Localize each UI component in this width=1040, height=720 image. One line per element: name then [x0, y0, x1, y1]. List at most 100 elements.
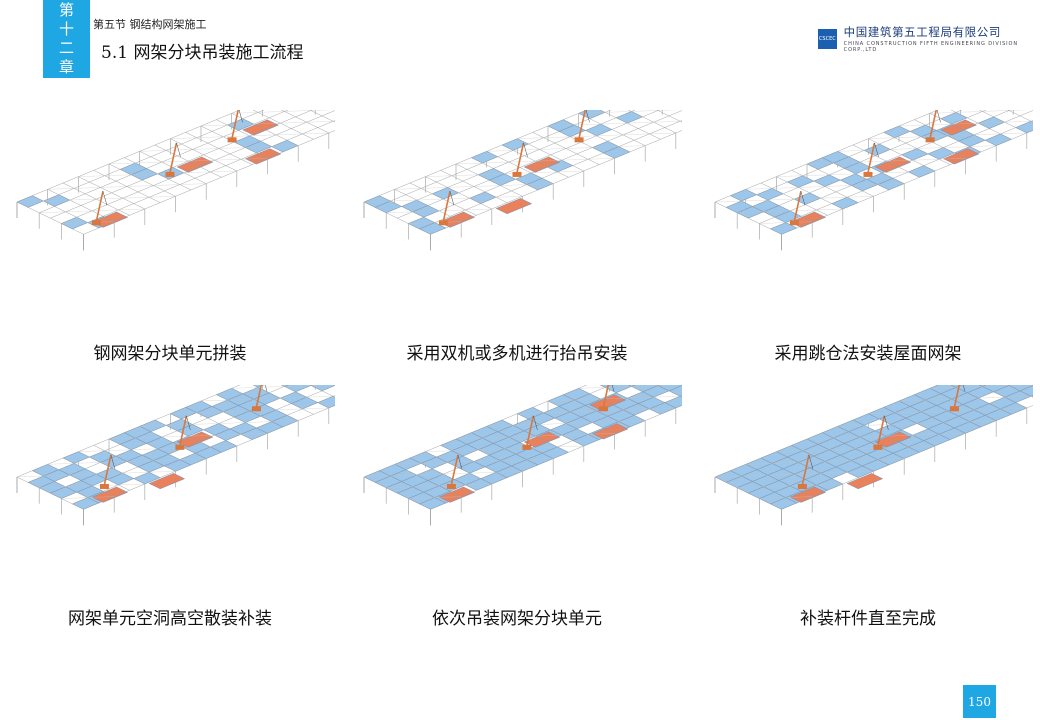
truss-member [714, 385, 939, 478]
truss-member [936, 110, 941, 123]
truss-member [884, 415, 889, 430]
step-caption-1: 钢网架分块单元拼装 [93, 344, 247, 364]
truss-member [929, 112, 957, 114]
truss-member [500, 184, 527, 186]
truss-member [767, 199, 795, 201]
truss-member [978, 397, 1005, 399]
step-illustration-5 [352, 385, 682, 585]
truss-member [859, 436, 887, 438]
truss-roof-model [714, 110, 1033, 251]
truss-member [939, 158, 966, 160]
truss-member [759, 110, 1033, 224]
truss-member [978, 122, 1005, 124]
truss-member [39, 211, 66, 213]
assembly-block [495, 198, 533, 215]
truss-member [513, 424, 540, 426]
truss-member [557, 170, 584, 173]
truss-member [363, 110, 588, 203]
truss-member [238, 110, 243, 123]
truss-member [469, 197, 497, 199]
truss-member [947, 134, 975, 136]
truss-member [408, 110, 682, 224]
installed-panel [831, 197, 859, 210]
truss-member [451, 174, 479, 176]
truss-member [425, 175, 452, 177]
truss-member [800, 191, 806, 206]
truss-member [605, 386, 632, 388]
truss-member [602, 385, 610, 410]
truss-member [394, 188, 422, 190]
truss-member [271, 145, 299, 147]
truss-member [611, 385, 615, 392]
truss-member [864, 149, 891, 151]
truss-member [166, 424, 193, 426]
truss-member [47, 463, 75, 465]
truss-member [153, 184, 180, 186]
truss-member [183, 446, 211, 449]
truss-member [851, 184, 878, 186]
truss-member [255, 385, 263, 410]
truss-member [108, 162, 136, 165]
truss-member [1004, 121, 1032, 123]
truss-member [122, 197, 150, 199]
step-illustration-1 [5, 110, 335, 310]
step-illustration-2 [352, 110, 682, 310]
truss-member [104, 449, 132, 451]
truss-member [962, 385, 966, 392]
truss-member [763, 485, 791, 487]
installed-panel [979, 385, 987, 387]
truss-member [547, 399, 575, 402]
truss-member [96, 198, 123, 200]
truss-member [515, 142, 525, 176]
truss-member [631, 110, 658, 112]
truss-member [186, 415, 191, 430]
truss-member [386, 211, 413, 213]
page-number: 150 [963, 685, 996, 718]
logo-text: CSCEC [818, 35, 836, 42]
truss-member [430, 130, 682, 235]
truss-member [547, 124, 575, 127]
truss-member [118, 483, 145, 486]
truss-member [833, 161, 860, 164]
truss-member [806, 162, 834, 165]
truss-member [759, 222, 786, 224]
truss-member [227, 123, 254, 126]
truss-member [953, 385, 961, 410]
truss-member [570, 135, 597, 137]
truss-member [108, 437, 136, 440]
company-logo: CSCEC [818, 28, 837, 49]
truss-member [628, 110, 676, 134]
truss-member [231, 112, 259, 114]
truss-member [408, 385, 682, 499]
truss-member [102, 191, 108, 206]
truss-member [91, 209, 119, 212]
installed-panel [628, 385, 636, 387]
truss-member [585, 110, 590, 123]
truss-member [894, 411, 922, 413]
company-name-cn: 中国建筑第五工程局有限公司 [843, 25, 1001, 39]
truss-member [196, 136, 224, 138]
truss-member [438, 209, 466, 212]
truss-member [96, 473, 123, 475]
truss-member [859, 161, 887, 163]
truss-member [767, 474, 795, 476]
truss-member [622, 133, 650, 136]
truss-member [478, 173, 505, 175]
truss-member [627, 122, 654, 124]
truss-member [741, 199, 768, 202]
installed-panel [585, 123, 613, 137]
truss-member [526, 183, 554, 185]
truss-member [390, 474, 417, 477]
truss-roof-model [363, 110, 682, 251]
truss-member [824, 185, 852, 187]
truss-member [574, 123, 601, 126]
truss-member [284, 385, 311, 387]
installed-panel [729, 189, 758, 202]
truss-member [434, 496, 462, 498]
truss-member [447, 186, 474, 188]
truss-member [455, 162, 483, 165]
truss-member [394, 463, 422, 465]
truss-member [868, 412, 895, 414]
truss-member [570, 410, 597, 412]
truss-member [530, 446, 558, 449]
